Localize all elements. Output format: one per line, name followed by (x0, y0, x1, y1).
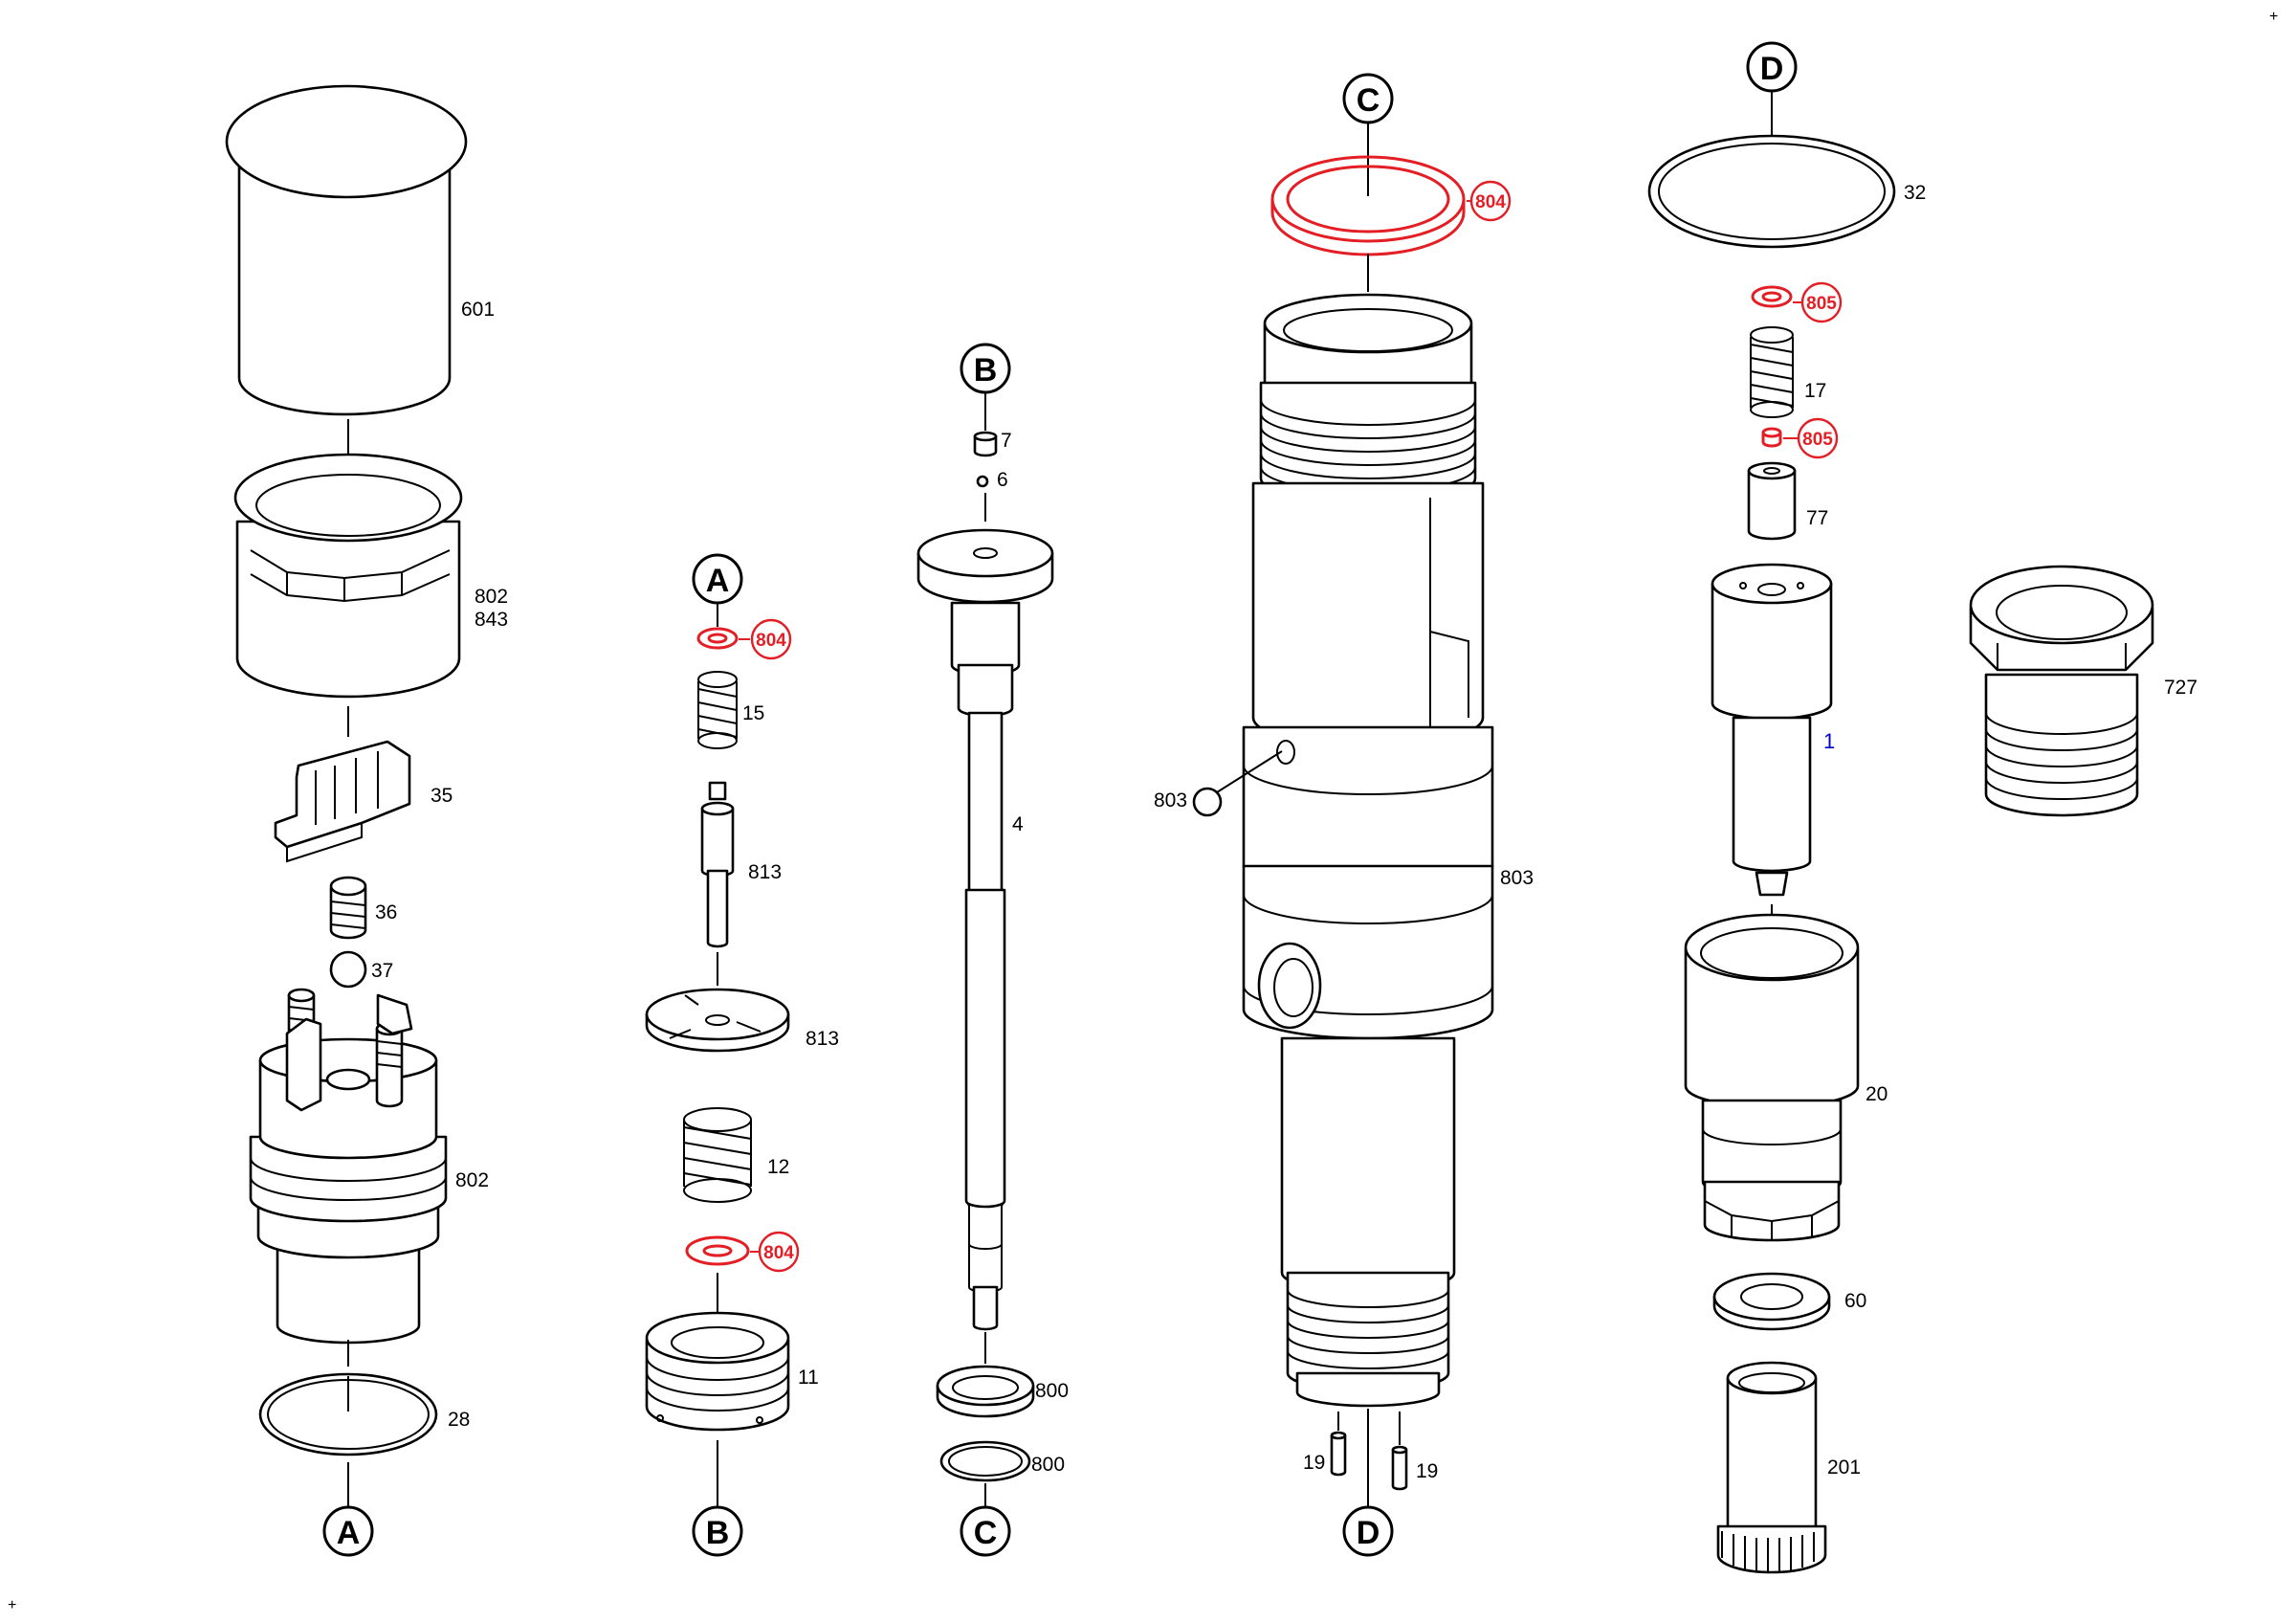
part-802-nut[interactable] (233, 453, 463, 699)
label-601: 601 (461, 299, 495, 321)
part-727-fitting[interactable] (1969, 565, 2154, 817)
connector-a-bottom[interactable] (322, 1505, 374, 1557)
label-803-ball: 803 (1154, 789, 1187, 812)
connector-b-bottom-letter: B (706, 1515, 730, 1551)
badge-804-text: 804 (756, 631, 786, 651)
part-805-small[interactable] (1761, 427, 1782, 448)
connector-b-bottom[interactable] (692, 1505, 743, 1557)
part-1-nozzle[interactable] (1711, 563, 1833, 897)
highlight-badge-805[interactable] (1800, 281, 1843, 323)
part-12-spring[interactable] (683, 1107, 752, 1203)
part-36-screw[interactable] (329, 876, 367, 940)
label-4: 4 (1012, 813, 1024, 835)
label-813-disk: 813 (806, 1028, 839, 1050)
column-6: 727 (1969, 565, 2197, 817)
label-12: 12 (767, 1156, 789, 1178)
part-19-pin-right[interactable] (1391, 1445, 1408, 1491)
corner-mark: + (8, 1597, 16, 1613)
label-36: 36 (375, 901, 397, 923)
label-813: 813 (748, 861, 782, 883)
label-17: 17 (1804, 380, 1826, 402)
connector-c-bottom-letter: C (974, 1515, 998, 1551)
label-1[interactable]: 1 (1823, 729, 1835, 753)
part-804-washer-lower[interactable] (685, 1235, 750, 1266)
part-28-oring[interactable] (258, 1372, 438, 1456)
part-800-ring-lower[interactable] (939, 1440, 1031, 1482)
connector-c-bottom[interactable] (960, 1505, 1011, 1557)
part-803-body[interactable] (1242, 293, 1494, 1408)
label-803: 803 (1500, 867, 1534, 889)
part-813-pin[interactable] (700, 781, 735, 948)
corner-mark: + (2269, 9, 2278, 25)
part-4-valve[interactable] (916, 528, 1054, 1331)
part-32-oring[interactable] (1647, 134, 1896, 249)
part-201-sleeve[interactable] (1716, 1361, 1827, 1574)
label-77: 77 (1806, 507, 1828, 529)
part-6-ball[interactable] (976, 475, 989, 488)
badge-805-text: 805 (1802, 430, 1833, 450)
highlight-badge-804[interactable] (750, 618, 792, 660)
column-3: B 7 6 4 (916, 343, 1069, 1557)
part-813-disk[interactable] (645, 988, 790, 1053)
label-28: 28 (448, 1409, 470, 1431)
connector-c-top-letter: C (1357, 82, 1380, 119)
connector-d-top-letter: D (1760, 51, 1784, 87)
part-804-washer[interactable] (696, 627, 739, 650)
connector-a-top-letter: A (706, 563, 730, 599)
badge-804-text: 804 (763, 1243, 794, 1263)
label-6: 6 (997, 469, 1008, 491)
part-11-nut[interactable] (645, 1311, 790, 1432)
label-11: 11 (798, 1367, 819, 1389)
label-15: 15 (742, 702, 764, 724)
part-60-washer[interactable] (1712, 1272, 1831, 1331)
part-37-ball[interactable] (329, 950, 367, 989)
label-727: 727 (2164, 677, 2197, 699)
label-800-lower: 800 (1031, 1454, 1065, 1476)
label-19: 19 (1303, 1452, 1325, 1474)
part-802-body[interactable] (249, 988, 448, 1345)
part-15-spring[interactable] (697, 671, 738, 749)
part-800-ring[interactable] (936, 1365, 1035, 1418)
column-1: 601 802 843 35 36 (225, 84, 508, 1557)
highlight-badge-805[interactable] (1797, 417, 1839, 459)
part-17-spring[interactable] (1750, 326, 1794, 418)
label-802: 802 (475, 586, 508, 608)
label-201: 201 (1827, 1456, 1861, 1478)
part-805-washer[interactable] (1751, 285, 1793, 308)
label-60: 60 (1844, 1290, 1866, 1312)
highlight-badge-804[interactable] (1469, 180, 1512, 222)
part-601-cap[interactable] (225, 84, 468, 416)
label-35: 35 (430, 785, 453, 807)
label-7: 7 (1001, 430, 1012, 452)
label-19-right: 19 (1416, 1460, 1438, 1482)
label-37: 37 (371, 960, 393, 982)
connector-d-bottom[interactable] (1342, 1505, 1394, 1557)
part-19-pin[interactable] (1330, 1431, 1347, 1477)
label-800: 800 (1035, 1380, 1069, 1402)
connector-d-bottom-letter: D (1357, 1515, 1380, 1551)
label-843: 843 (475, 609, 508, 631)
column-4: C 804 (1154, 73, 1534, 1557)
highlight-badge-804[interactable] (758, 1231, 800, 1273)
part-803-ball[interactable] (1192, 787, 1223, 817)
badge-805-text: 805 (1806, 294, 1837, 314)
badge-804-text: 804 (1475, 192, 1506, 212)
column-2: A 804 15 813 (645, 553, 839, 1557)
connector-a-bottom-letter: A (337, 1515, 361, 1551)
part-7-sleeve[interactable] (973, 431, 998, 457)
part-35-clip[interactable] (274, 740, 411, 863)
part-20-nut[interactable] (1684, 913, 1860, 1242)
label-802-body: 802 (455, 1169, 489, 1191)
label-32: 32 (1904, 182, 1926, 204)
label-20: 20 (1866, 1083, 1888, 1105)
part-77-sleeve[interactable] (1747, 461, 1797, 541)
column-5: D 32 805 17 805 (1647, 41, 1926, 1574)
connector-b-top-letter: B (974, 352, 998, 389)
